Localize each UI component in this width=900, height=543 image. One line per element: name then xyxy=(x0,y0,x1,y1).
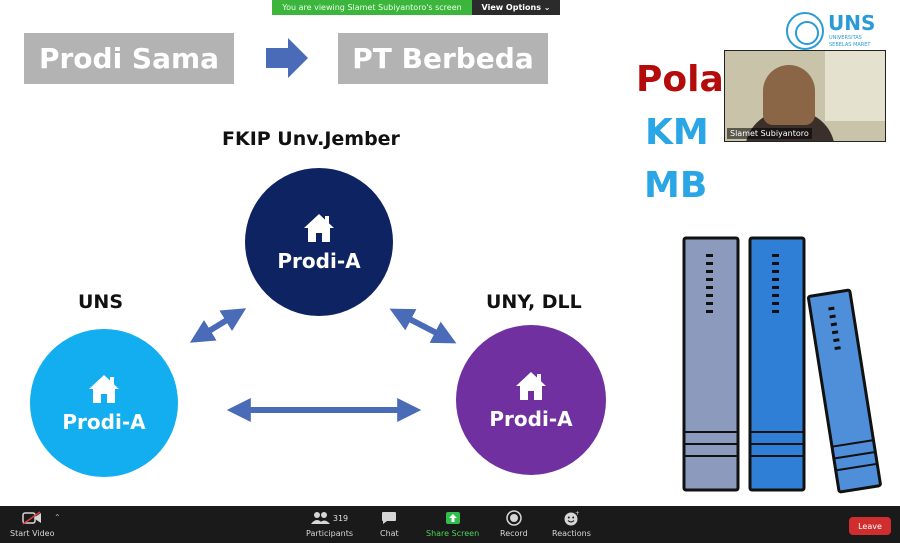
node-title-fkip: FKIP Unv.Jember xyxy=(222,128,400,150)
share-banner: You are viewing Slamet Subiyantoro's scr… xyxy=(272,0,560,15)
chat-bubble-icon xyxy=(381,511,397,525)
node-uny: Prodi-A xyxy=(456,325,606,475)
chat-label: Chat xyxy=(380,529,399,538)
pola-text-3: MB xyxy=(644,166,707,206)
node-title-uny: UNY, DLL xyxy=(486,291,582,313)
share-screen-button[interactable]: Share Screen xyxy=(426,510,479,538)
house-icon xyxy=(302,211,336,245)
reactions-button[interactable]: + Reactions xyxy=(552,510,591,538)
record-icon xyxy=(506,510,522,526)
svg-text:+: + xyxy=(575,510,579,517)
right-arrow-icon xyxy=(266,38,308,78)
prodi-sama-box: Prodi Sama xyxy=(24,33,234,84)
pola-text-1: Pola xyxy=(636,60,724,100)
book-3 xyxy=(808,290,880,492)
node-fkip-jember: Prodi-A xyxy=(245,168,393,316)
house-icon xyxy=(514,369,548,403)
participants-icon xyxy=(311,511,331,525)
node-label: Prodi-A xyxy=(489,407,572,431)
chat-button[interactable]: Chat xyxy=(380,510,399,538)
view-options-button[interactable]: View Options ⌄ xyxy=(472,0,560,15)
book-1 xyxy=(684,238,738,490)
node-label: Prodi-A xyxy=(277,249,360,273)
share-screen-icon xyxy=(445,511,461,525)
book-2 xyxy=(750,238,804,490)
arrow-top-right xyxy=(396,312,450,340)
video-background-window xyxy=(825,51,885,121)
uns-logo-text: UNS xyxy=(828,12,875,34)
participant-name-label: Slamet Subiyantoro xyxy=(727,128,812,139)
house-icon xyxy=(87,372,121,406)
node-title-uns: UNS xyxy=(78,291,123,313)
participant-video-tile[interactable]: Slamet Subiyantoro xyxy=(724,50,886,142)
video-options-caret-icon[interactable]: ⌃ xyxy=(54,513,61,522)
meeting-toolbar: Start Video ⌃ 319 Participants Chat xyxy=(0,506,900,543)
record-label: Record xyxy=(500,529,528,538)
uns-logo-subtitle: UNIVERSITAS SEBELAS MARET xyxy=(829,35,885,49)
participant-count: 319 xyxy=(333,514,348,523)
participants-button[interactable]: 319 Participants xyxy=(306,510,353,538)
pola-text-2: KM xyxy=(645,113,709,153)
arrow-top-left xyxy=(196,312,240,339)
node-label: Prodi-A xyxy=(62,410,145,434)
video-person-head xyxy=(763,65,815,125)
start-video-button[interactable]: Start Video xyxy=(10,510,55,538)
video-off-icon xyxy=(22,511,42,525)
smiley-icon: + xyxy=(563,510,579,526)
share-screen-label: Share Screen xyxy=(426,529,479,538)
participants-label: Participants xyxy=(306,529,353,538)
leave-button[interactable]: Leave xyxy=(849,517,891,535)
record-button[interactable]: Record xyxy=(500,510,528,538)
node-uns: Prodi-A xyxy=(30,329,178,477)
shared-slide: You are viewing Slamet Subiyantoro's scr… xyxy=(0,0,900,506)
pt-berbeda-box: PT Berbeda xyxy=(338,33,548,84)
start-video-label: Start Video xyxy=(10,529,55,538)
uns-seal-icon xyxy=(786,12,824,50)
reactions-label: Reactions xyxy=(552,529,591,538)
share-banner-message: You are viewing Slamet Subiyantoro's scr… xyxy=(272,0,472,15)
uns-logo: UNS UNIVERSITAS SEBELAS MARET xyxy=(786,12,896,52)
books-illustration xyxy=(676,232,894,494)
